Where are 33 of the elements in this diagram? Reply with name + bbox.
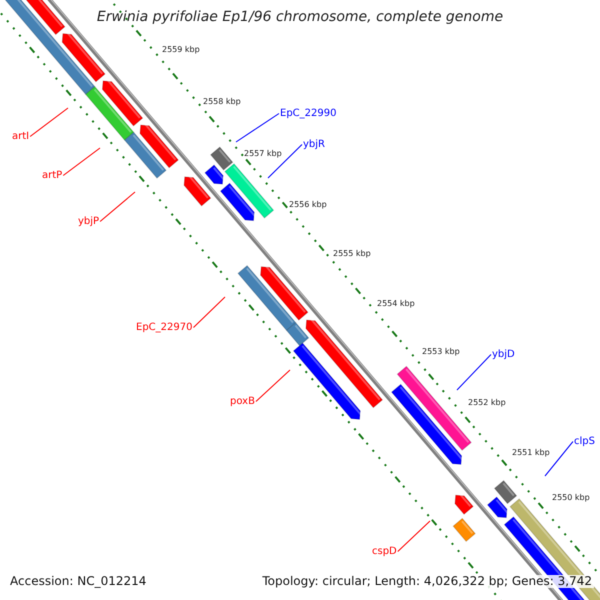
scale-label: 2554 kbp bbox=[377, 300, 415, 309]
scale-label: 2550 kbp bbox=[552, 494, 590, 503]
leader-line bbox=[456, 354, 492, 390]
gene-label: ybjP bbox=[78, 216, 100, 227]
gene-label: EpC_22990 bbox=[280, 108, 336, 119]
scale-label: 2555 kbp bbox=[333, 250, 371, 259]
scale-label: 2553 kbp bbox=[422, 348, 460, 357]
leader-line bbox=[100, 192, 136, 222]
gene-label: ybjR bbox=[303, 139, 325, 150]
gene-label: ybjD bbox=[492, 349, 515, 360]
leader-line bbox=[544, 441, 574, 476]
title: Erwinia pyrifoliae Ep1/96 chromosome, complete genome bbox=[96, 10, 504, 26]
leader-line bbox=[30, 108, 68, 137]
gene-label: poxB bbox=[230, 396, 255, 407]
gene-label: clpS bbox=[574, 436, 595, 447]
leader-line bbox=[397, 520, 430, 552]
gene-label: artP bbox=[42, 170, 62, 181]
gene-label: EpC_22970 bbox=[136, 322, 192, 333]
genome-info-text: Topology: circular; Length: 4,026,322 bp; Genes: 3,742 bbox=[260, 575, 594, 588]
scale-label: 2556 kbp bbox=[289, 201, 327, 210]
leader-line bbox=[268, 144, 302, 178]
gene-label: artI bbox=[12, 131, 30, 142]
leader-line bbox=[236, 113, 280, 142]
gene-label: cspD bbox=[372, 546, 397, 557]
leader-line bbox=[192, 296, 226, 328]
scale-label: 2552 kbp bbox=[468, 399, 506, 408]
accession-text: Accession: NC_012214 bbox=[10, 575, 146, 588]
scale-label: 2557 kbp bbox=[244, 150, 282, 159]
leader-line bbox=[255, 370, 290, 402]
scale-label: 2558 kbp bbox=[203, 98, 241, 107]
scale-label: 2551 kbp bbox=[512, 449, 550, 458]
leader-line bbox=[62, 148, 100, 176]
scale-label: 2559 kbp bbox=[162, 46, 200, 55]
